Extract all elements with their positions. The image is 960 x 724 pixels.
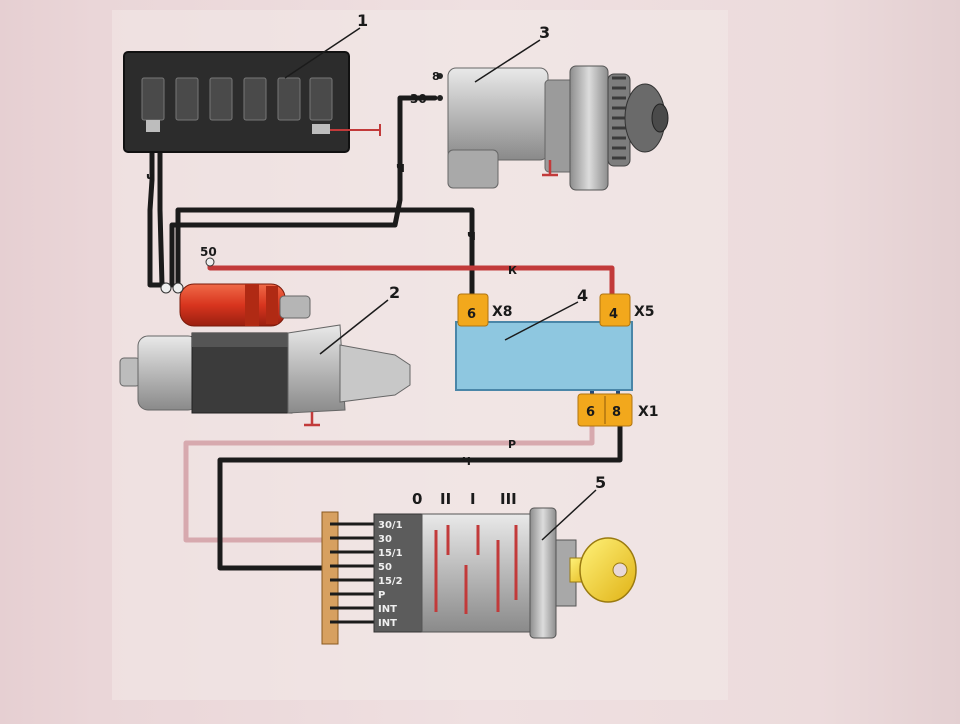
fuse-slot [309,77,333,121]
leader-5 [541,489,597,541]
leader-1 [284,27,361,79]
contact-bars [434,525,518,614]
ground-symbol [304,412,320,427]
generator-terminal-top: 8 [432,70,440,83]
connector-x5 [599,293,631,327]
terminal-label: P [378,590,385,601]
wire-tag-x8-feed: Ч [467,230,476,243]
label-x5: X5 [634,304,655,320]
terminal-label: 15/2 [378,576,403,587]
generator-mount [447,149,499,189]
starter-terminal-50: 50 [200,245,217,259]
wire-fuse-to-starter-2 [157,137,165,288]
generator: 8 30 [410,65,669,191]
starter-nose [339,344,411,403]
pin-x8: 6 [467,307,476,322]
callout-3: 3 [539,23,550,42]
wire-x1-black [217,422,623,571]
terminal-label: 50 [378,562,392,573]
callout-1: 1 [357,11,368,30]
wire-starter-to-x8 [175,207,475,298]
callout-2: 2 [389,283,400,302]
starter: 50 [119,245,411,427]
terminal-label: INT [378,618,397,629]
starter-terminal [160,282,172,294]
terminal-pins [330,522,375,624]
starter-terminal [172,282,184,294]
leader-4 [504,301,579,341]
terminal-dot [437,73,443,79]
starter-drive-housing [287,324,346,414]
starter-body-shade [192,333,292,347]
wire-tag-fuse-starter: Ч [146,172,155,185]
fuse-terminal [312,124,330,134]
wires [147,95,623,571]
terminal-label: 30 [378,534,392,545]
wire-x1-pink [183,422,595,543]
relay-block: 6 4 6 8 X8 X5 X1 [455,293,659,427]
wire-tag-gen-down: Ч [396,162,405,175]
label-x8: X8 [492,304,513,320]
leader-2 [319,299,389,355]
solenoid-cap [279,295,311,319]
wire-fuse-to-starter [147,137,169,288]
pin-x5: 4 [609,307,618,322]
fuse-box-body [123,51,350,153]
callout-4: 4 [577,286,588,305]
key-hole [612,562,628,578]
wire-tag-black: Ч [462,455,471,468]
label-x1: X1 [638,404,659,420]
generator-body [447,67,549,161]
callout-5: 5 [595,473,606,492]
position-II: II [440,490,451,508]
position-III: III [500,490,517,508]
switch-collar [529,507,557,639]
connector-x8 [457,293,489,327]
generator-terminal-30: 30 [410,92,427,106]
terminal-label: 30/1 [378,520,403,531]
fuse-slot [141,77,165,121]
solenoid-ring [245,284,259,326]
callouts [284,27,597,541]
pin-x1-a: 6 [586,405,595,420]
fuse-slot [277,77,301,121]
solenoid-ring [266,286,278,324]
generator-shaft [651,103,669,133]
terminal-label: INT [378,604,397,615]
starter-end-cap [119,357,141,387]
terminal-strip [321,511,339,645]
leader-3 [474,39,541,83]
relay-body [455,321,633,391]
starter-terminal-50-dot [205,257,215,267]
wire-tag-starter-relay: К [508,264,517,277]
ground-symbol [330,124,381,136]
fuse-slot [243,77,267,121]
fuse-box [123,51,381,153]
ignition-switch: 0 II I III 30/1 30 15/1 50 15/2 P INT IN… [321,490,637,645]
position-0: 0 [412,490,422,508]
ignition-key[interactable] [569,537,637,603]
fuse-slot [209,77,233,121]
generator-front [569,65,609,191]
position-I: I [470,490,476,508]
wire-tag-pink: Р [508,438,516,451]
fuse-terminal [146,120,160,132]
wire-color-tags: Ч Ч Ч К Р Ч [146,162,517,468]
terminal-label: 15/1 [378,548,403,559]
starter-rear [137,335,199,411]
fuse-slot [175,77,199,121]
ground-symbol [542,160,558,177]
terminal-dot [437,95,443,101]
fuse-slots [141,77,333,121]
pin-x1-b: 8 [612,405,621,420]
